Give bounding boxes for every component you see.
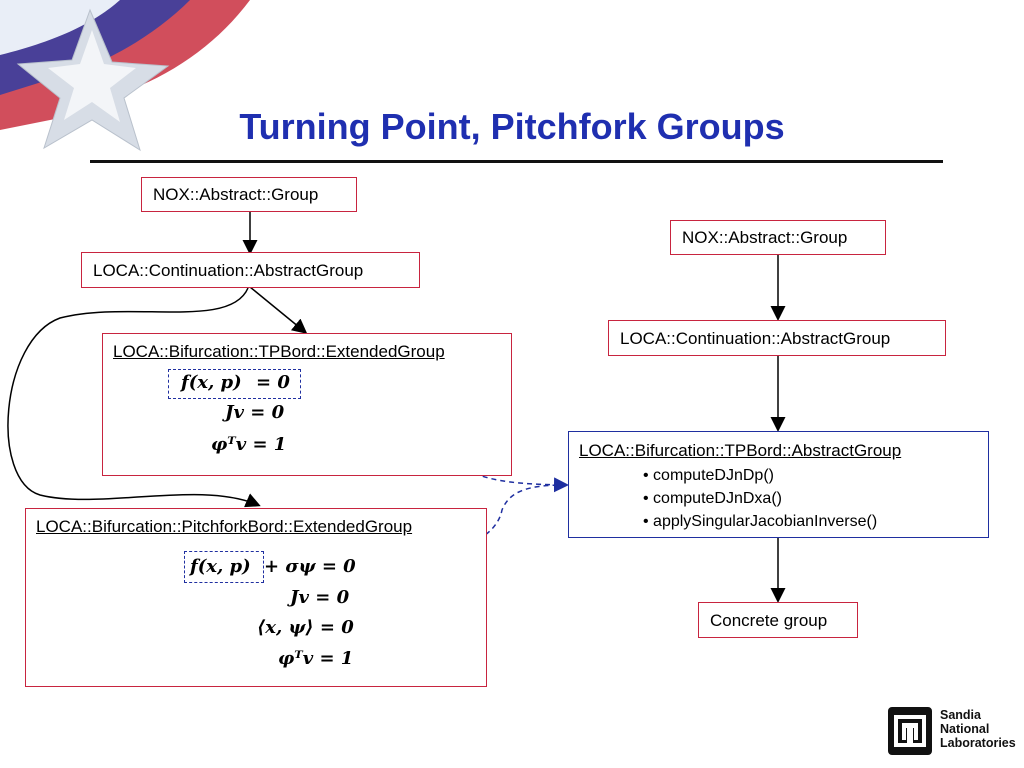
pitchfork-extended-group-label: LOCA::Bifurcation::PitchforkBord::Extend… [36,517,413,536]
left-continuation-box: LOCA::Continuation::AbstractGroup [81,252,420,288]
sandia-logo-icon [888,707,932,755]
method-compute-djndp: • computeDJnDp() [643,467,774,484]
pitchfork-equation-1-rhs: + σψ = 0 [264,556,356,577]
right-nox-group-box: NOX::Abstract::Group [670,220,886,255]
tp-abstract-group-label: LOCA::Bifurcation::TPBord::AbstractGroup [579,441,902,460]
right-nox-group-label: NOX::Abstract::Group [682,228,848,247]
concrete-group-box: Concrete group [698,602,858,638]
pitchfork-highlight-box [184,551,264,583]
tp-equation-1-rhs: = 0 [256,372,290,393]
left-nox-group-box: NOX::Abstract::Group [141,177,357,212]
concrete-group-label: Concrete group [710,611,828,630]
right-continuation-label: LOCA::Continuation::AbstractGroup [620,329,891,348]
tp-equation-3: φᵀv = 1 [211,434,287,455]
pitchfork-equation-3: ⟨x, ψ⟩ = 0 [257,617,354,638]
left-continuation-label: LOCA::Continuation::AbstractGroup [93,261,364,280]
pitchfork-extended-group-box: LOCA::Bifurcation::PitchforkBord::Extend… [25,508,487,687]
logo-line-3: Laboratories [940,736,1016,750]
method-compute-djndxa: • computeDJnDxa() [643,490,782,507]
arrow-continuation-to-pitchfork [7,287,261,508]
tp-equation-2: Jv = 0 [225,402,285,423]
sandia-logo-text: Sandia National Laboratories [940,708,1016,750]
tp-equation-1-lhs: f(x, p) [181,372,242,393]
pitchfork-equation-4: φᵀv = 1 [278,648,354,669]
tp-highlight-box [168,369,301,399]
right-continuation-box: LOCA::Continuation::AbstractGroup [608,320,946,356]
method-apply-singular-jacobian-inverse: • applySingularJacobianInverse() [643,513,878,530]
logo-line-1: Sandia [940,708,981,722]
tp-abstract-group-box: LOCA::Bifurcation::TPBord::AbstractGroup… [568,431,989,538]
arrow-continuation-to-tp-left [249,286,308,334]
tp-extended-group-label: LOCA::Bifurcation::TPBord::ExtendedGroup [113,342,445,361]
title-divider [90,160,943,163]
logo-line-2: National [940,722,990,736]
left-nox-group-label: NOX::Abstract::Group [153,185,319,204]
pitchfork-equation-1-lhs: f(x, p) [190,556,251,577]
pitchfork-equation-2: Jv = 0 [290,587,350,608]
page-title: Turning Point, Pitchfork Groups [239,106,785,147]
tp-extended-group-box: LOCA::Bifurcation::TPBord::ExtendedGroup [102,333,512,476]
